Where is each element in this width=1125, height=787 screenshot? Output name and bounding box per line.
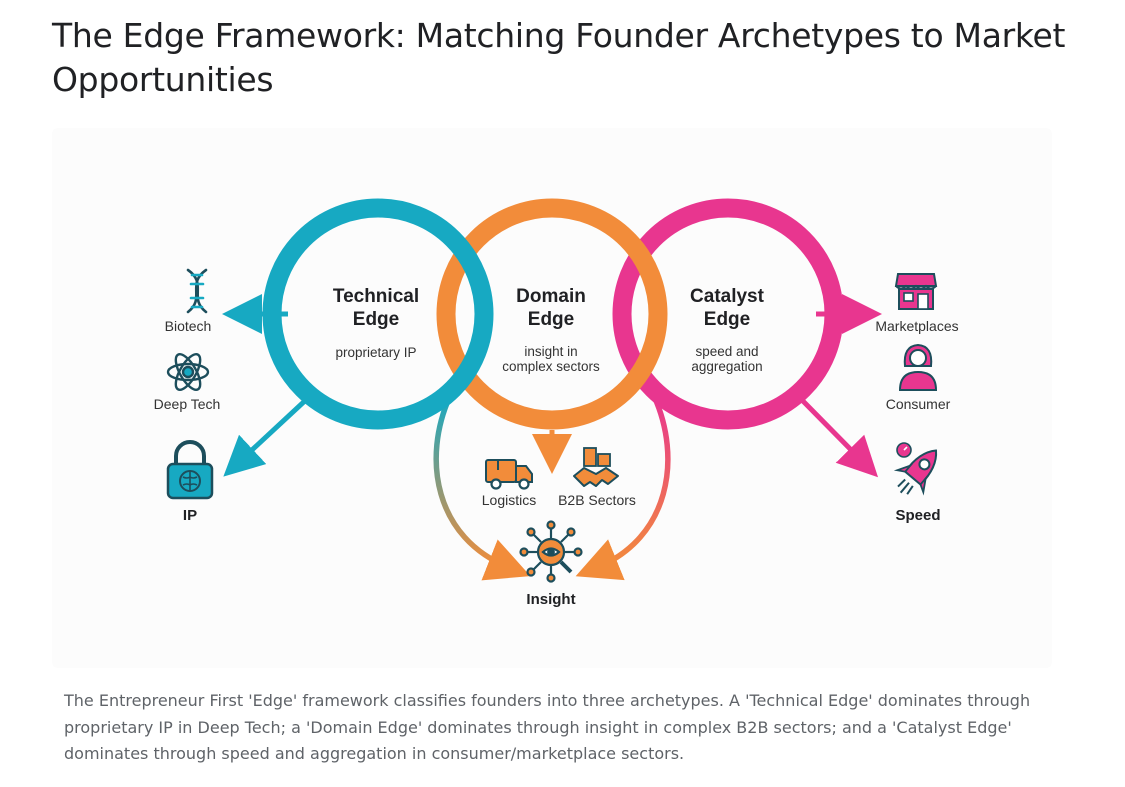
catalyst-edge-title-line1: Catalyst: [690, 286, 765, 307]
technical-edge-ring: [262, 198, 494, 430]
edge-framework-diagram: Technical Edge proprietary IP Domain Edg…: [52, 128, 1052, 668]
domain-edge-subtitle-line1: insight in: [524, 344, 577, 359]
catalyst-to-insight-arrow: [575, 394, 671, 581]
dna-icon: [186, 268, 208, 314]
catalyst-edge-ring: [612, 198, 844, 430]
technical-edge-title-line2: Edge: [353, 309, 399, 330]
catalyst-edge-subtitle-line2: aggregation: [691, 359, 762, 374]
consumer-label: Consumer: [886, 396, 951, 412]
insight-label: Insight: [526, 591, 575, 608]
technical-to-insight-arrow: [433, 394, 531, 581]
domain-edge-title-line2: Edge: [528, 309, 574, 330]
network-eye-icon: [519, 520, 583, 583]
logistics-label: Logistics: [482, 492, 536, 508]
speed-stopwatch-icon: [896, 442, 912, 458]
technical-edge-subtitle: proprietary IP: [335, 345, 416, 360]
arrow-to-ip: [223, 396, 310, 477]
handshake-buildings-icon: [573, 447, 619, 487]
biotech-label: Biotech: [165, 318, 212, 334]
deep-tech-label: Deep Tech: [154, 396, 221, 412]
b2b-sectors-label: B2B Sectors: [558, 492, 636, 508]
speed-label: Speed: [895, 507, 940, 524]
storefront-icon: [894, 273, 938, 310]
padlock-brain-icon: [166, 440, 214, 500]
person-icon: [898, 343, 938, 391]
domain-edge-title-line1: Domain: [516, 286, 586, 307]
rocket-icon: [893, 449, 938, 496]
arrow-to-speed: [798, 396, 879, 478]
marketplaces-label: Marketplaces: [875, 318, 958, 334]
domain-edge-ring: [436, 198, 668, 430]
atom-icon: [166, 353, 210, 391]
domain-edge-subtitle-line2: complex sectors: [502, 359, 600, 374]
figure-caption: The Entrepreneur First 'Edge' framework …: [64, 691, 1031, 763]
catalyst-edge-subtitle-line1: speed and: [695, 344, 758, 359]
catalyst-edge-title-line2: Edge: [704, 309, 750, 330]
diagram-canvas: Technical Edge proprietary IP Domain Edg…: [154, 198, 959, 608]
delivery-truck-icon: [485, 459, 533, 490]
page-title: The Edge Framework: Matching Founder Arc…: [52, 16, 1066, 99]
ip-label: IP: [183, 507, 197, 524]
technical-edge-title-line1: Technical: [333, 286, 419, 307]
